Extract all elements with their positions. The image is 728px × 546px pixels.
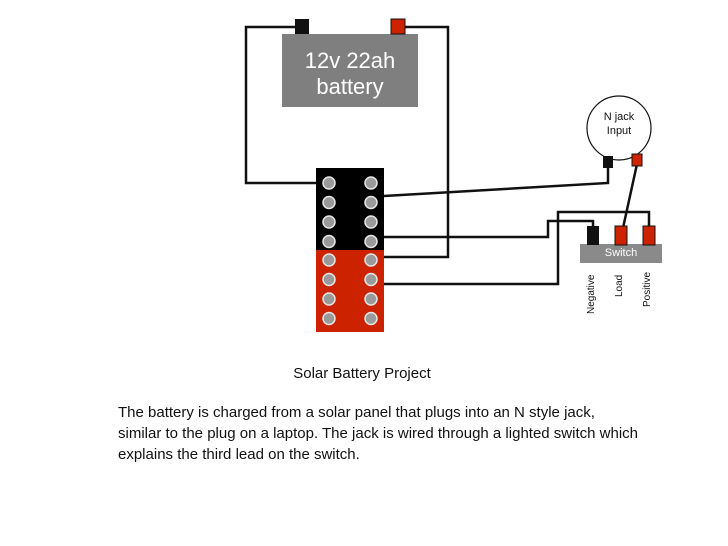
switch-body bbox=[580, 244, 662, 263]
terminal-screw-negative-2-2 bbox=[364, 195, 378, 210]
switch-negative-terminal bbox=[587, 226, 599, 245]
terminal-screw-negative-4-2 bbox=[364, 234, 378, 249]
switch-positive-terminal bbox=[642, 225, 656, 246]
terminal-screw-positive-4-2 bbox=[364, 311, 378, 326]
wire-battery-negative bbox=[244, 25, 316, 185]
jack-label: N jack Input bbox=[587, 110, 651, 138]
terminal-screw-positive-2-1 bbox=[322, 272, 336, 287]
switch-label: Switch bbox=[604, 247, 638, 259]
diagram-caption: Solar Battery Project bbox=[293, 365, 431, 382]
switch-load-terminal bbox=[614, 225, 628, 246]
wire-battery-positive bbox=[384, 25, 450, 259]
wire-jack-negative bbox=[383, 166, 610, 198]
jack-body bbox=[586, 95, 652, 161]
jack-label-line1: N jack bbox=[603, 111, 635, 123]
terminal-screw-negative-2-1 bbox=[322, 195, 336, 210]
n-jack bbox=[586, 95, 652, 168]
switch-terminal-label-positive: Positive bbox=[642, 271, 653, 307]
jack-positive-pin bbox=[631, 153, 643, 167]
terminal-screw-negative-3-1 bbox=[322, 215, 336, 229]
terminal-screw-positive-1-1 bbox=[322, 253, 336, 267]
jack-negative-pin bbox=[603, 156, 613, 168]
terminal-screw-positive-2-2 bbox=[364, 272, 378, 287]
wires bbox=[244, 25, 651, 286]
switch-terminal-label-load: Load bbox=[614, 274, 625, 297]
terminal-screw-positive-1-2 bbox=[364, 253, 378, 267]
wire-block-switch-positive bbox=[384, 210, 651, 286]
jack-label-line2: Input bbox=[606, 125, 632, 137]
battery-negative-terminal bbox=[295, 19, 309, 34]
battery-label: 12v 22ah battery bbox=[282, 48, 418, 100]
wire-block-switch-negative bbox=[384, 219, 595, 239]
terminal-screws bbox=[322, 176, 378, 326]
switch-terminal-label-negative: Negative bbox=[586, 274, 597, 314]
diagram-description: The battery is charged from a solar pane… bbox=[118, 404, 638, 463]
battery bbox=[282, 18, 418, 107]
battery-body bbox=[282, 34, 418, 107]
terminal-screw-positive-4-1 bbox=[322, 311, 336, 326]
terminal-screw-positive-3-2 bbox=[364, 292, 378, 306]
terminal-screw-negative-3-2 bbox=[364, 215, 378, 229]
battery-positive-terminal bbox=[390, 18, 406, 35]
terminal-screw-negative-1-1 bbox=[322, 176, 336, 190]
terminal-screw-negative-1-2 bbox=[364, 176, 378, 190]
battery-label-line1: 12v 22ah bbox=[304, 48, 396, 73]
terminal-screw-positive-3-1 bbox=[322, 292, 336, 306]
terminal-screw-negative-4-1 bbox=[322, 234, 336, 249]
switch bbox=[580, 225, 662, 263]
battery-label-line2: battery bbox=[316, 74, 384, 99]
terminal-block bbox=[316, 168, 384, 332]
wire-jack-positive bbox=[621, 163, 639, 229]
